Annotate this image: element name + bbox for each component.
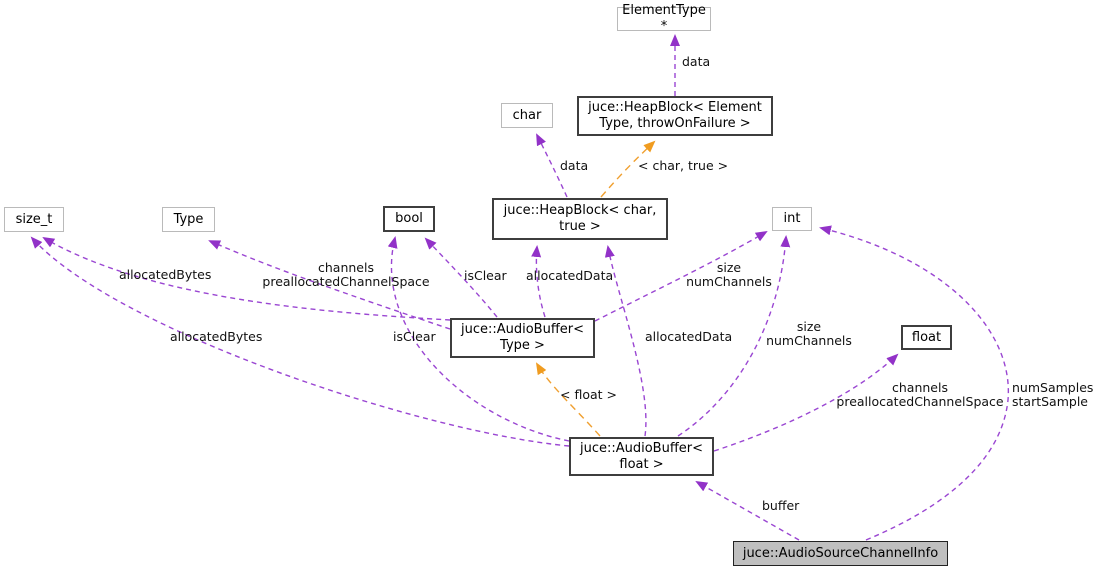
node-elementtype[interactable]: ElementType *	[617, 3, 711, 34]
edge-audiobuffertype-isclear-bool	[424, 237, 498, 318]
edge-channelinfo-buffer-audiobufferfloat	[695, 481, 800, 541]
edge-audiobufferfloat-isclear-bool	[387, 236, 570, 442]
node-audiobuffer-type[interactable]: juce::AudioBuffer< Type >	[450, 318, 595, 358]
edge-audiobuffertype-allocatedbytes-sizet	[42, 236, 451, 321]
edge-audiobufferfloat-channels-float	[713, 353, 899, 452]
edge-label-channels-float: channels preallocatedChannelSpace	[836, 380, 1004, 410]
edge-audiobuffertype-sizenumchannels-int	[594, 230, 768, 322]
edge-label-numsamples-startsample: numSamples startSample	[1012, 380, 1094, 410]
node-float[interactable]: float	[901, 325, 952, 350]
edge-label-allocateddata-float: allocatedData	[645, 329, 733, 344]
edge-label-sizenumchannels-float: size numChannels	[766, 319, 852, 349]
edge-label-buffer: buffer	[762, 498, 800, 513]
edge-label-allocateddata-type: allocatedData	[526, 268, 614, 283]
edge-label-isclear-float: isClear	[393, 329, 436, 344]
edge-label-channels-type: channels preallocatedChannelSpace	[262, 260, 430, 290]
edge-label-allocatedbytes-float: allocatedBytes	[170, 329, 263, 344]
edge-audiobuffertype-channels-type	[208, 240, 451, 330]
node-int[interactable]: int	[772, 207, 812, 231]
edge-audiobufferfloat-allocateddata-heapblockchar	[604, 245, 647, 437]
node-audiobuffer-float[interactable]: juce::AudioBuffer< float >	[569, 437, 714, 476]
edge-audiobufferfloat-sizenumchannels-int	[677, 235, 791, 437]
node-audio-source-channel-info[interactable]: juce::AudioSourceChannelInfo	[733, 541, 948, 566]
edge-channelinfo-numsamples-int	[819, 225, 1010, 541]
node-type[interactable]: Type	[162, 207, 215, 232]
edge-label-float-instantiation: < float >	[560, 387, 617, 402]
node-bool[interactable]: bool	[383, 206, 435, 232]
edge-label-data-char: data	[560, 158, 589, 173]
node-char[interactable]: char	[501, 103, 553, 128]
edge-label-sizenumchannels-type: size numChannels	[686, 260, 772, 290]
edge-label-allocatedbytes-type: allocatedBytes	[119, 267, 212, 282]
node-size-t[interactable]: size_t	[4, 207, 64, 232]
node-heapblock-char-true[interactable]: juce::HeapBlock< char, true >	[492, 198, 668, 240]
edge-label-data-template: data	[682, 54, 711, 69]
edge-audiobufferfloat-instantiates-audiobuffertype	[535, 362, 601, 437]
edge-label-isclear-type: isClear	[464, 268, 507, 283]
node-heapblock-template[interactable]: juce::HeapBlock< Element Type, throwOnFa…	[577, 96, 773, 136]
edge-label-char-true-instantiation: < char, true >	[638, 158, 729, 173]
edge-audiobuffertype-allocateddata-heapblockchar	[531, 245, 546, 318]
edge-heapblockchar-instantiates-heapblocktemplate	[600, 140, 656, 198]
